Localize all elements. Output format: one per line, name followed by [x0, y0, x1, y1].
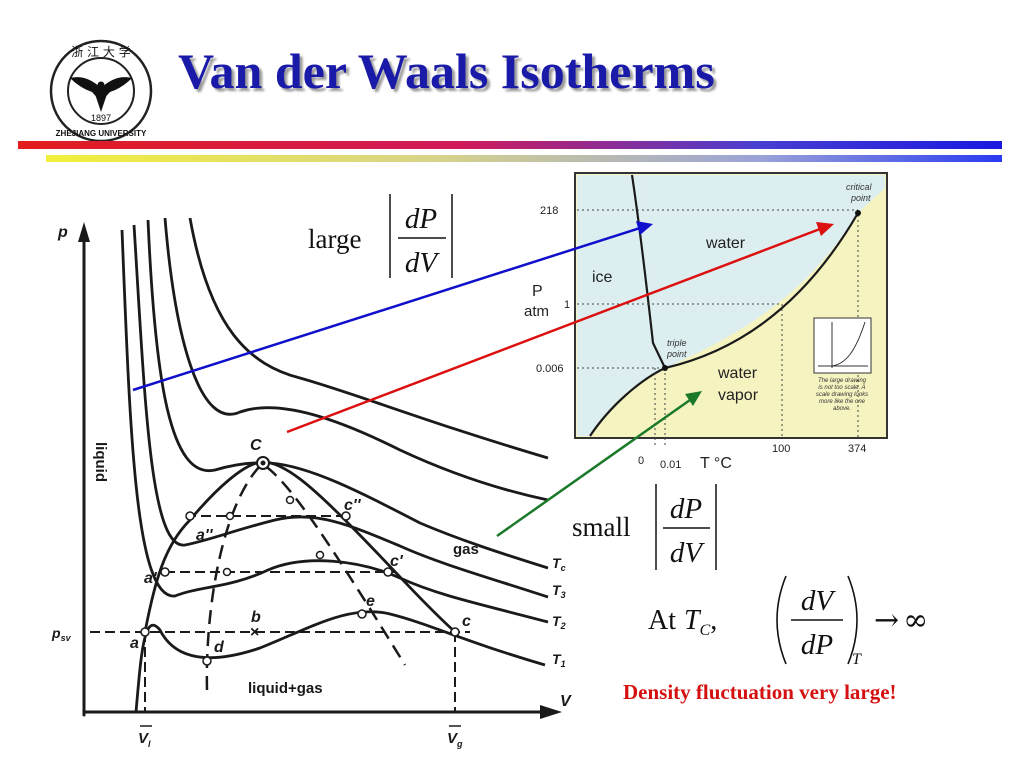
green-arrow [496, 391, 702, 538]
tick-0: 0 [638, 455, 644, 467]
scale-note-line-1: The large drawing [818, 378, 867, 384]
formula-small-den: dV [670, 537, 706, 569]
formula-large-num: dP [405, 203, 437, 235]
divider-bar-bottom [46, 155, 1002, 162]
axis-label-p: p [57, 224, 68, 241]
triple-point-label-2: point [666, 349, 687, 359]
formula-critical-subscript: T [852, 651, 862, 668]
point-label-b: b [251, 609, 261, 626]
isotherm-high-2 [188, 217, 549, 460]
critical-point-dot [855, 210, 861, 216]
point-label-c-critical: C [250, 437, 262, 454]
density-fluctuation-note: Density fluctuation very large! [623, 680, 897, 704]
axis-label-pressure: P [532, 283, 543, 300]
formula-critical-tail: →∞ [874, 603, 928, 638]
logo-year: 1897 [91, 113, 111, 123]
slide-title: Van der Waals Isotherms [178, 43, 715, 99]
isotherm-label-t3: T3 [552, 582, 566, 600]
label-vg: Vg [447, 730, 463, 749]
isotherm-label-t2: T2 [552, 613, 566, 631]
inset-box [813, 317, 872, 374]
eagle-emblem [70, 77, 132, 112]
blue-arrow [132, 221, 653, 392]
label-vl: Vl [138, 730, 151, 749]
vaporization-curve [664, 212, 859, 370]
region-label-liquid: liquid [92, 442, 109, 482]
scale-note-line-5: above. [833, 406, 851, 412]
point-label-a-prime: a' [144, 570, 158, 587]
point-label-c-double: c'' [344, 497, 362, 514]
axis-label-v: V [560, 693, 572, 710]
point-label-d: d [214, 639, 225, 656]
formula-large-den: dV [405, 247, 441, 279]
isotherm-t1 [134, 610, 546, 713]
point-label-c-prime: c' [390, 553, 404, 570]
point-label-e: e [366, 593, 375, 610]
isotherm-label-tc: Tc [552, 555, 566, 573]
label-psv: psv [51, 625, 72, 643]
scale-note-line-2: is not too scale. A [818, 385, 865, 391]
critical-point-label-2: point [850, 193, 871, 203]
red-arrow [286, 222, 834, 434]
isotherm-t2 [120, 229, 549, 624]
isotherm-label-t1: T1 [552, 651, 566, 669]
divider-bar-top [18, 141, 1002, 149]
point-label-a-double: a'' [196, 527, 214, 544]
tick-374: 374 [848, 443, 866, 455]
point-label-a: a [130, 635, 139, 652]
logo-university-name: ZHEJIANG UNIVERSITY [56, 129, 147, 138]
region-label-water-vapor-1: water [717, 365, 758, 382]
formula-large-prefix: large [308, 224, 361, 254]
axis-label-atm: atm [524, 303, 549, 320]
tick-100: 100 [772, 443, 790, 455]
triple-point-dot [662, 365, 668, 371]
tick-0006: 0.006 [536, 363, 564, 375]
region-label-gas: gas [453, 541, 479, 558]
isotherm-t3 [132, 224, 549, 599]
b-cross: × [250, 624, 259, 641]
formula-small-prefix: small [572, 512, 631, 542]
critical-point-label-1: critical [846, 182, 873, 192]
formula-large: large dP dV [308, 194, 453, 279]
triple-point-label-1: triple [667, 338, 687, 348]
x-axis-arrow [540, 705, 562, 719]
formula-small: small dP dV [572, 484, 717, 570]
melting-curve [630, 174, 666, 369]
tick-001: 0.01 [660, 459, 681, 471]
logo-chinese-text: 浙 江 大 学 [71, 44, 130, 59]
tick-1: 1 [564, 299, 570, 311]
region-label-water: water [705, 235, 746, 252]
formula-critical-num: dV [801, 585, 837, 617]
region-label-liquid-gas: liquid+gas [248, 680, 323, 697]
point-label-c: c [462, 613, 471, 630]
sublimation-curve [589, 367, 666, 437]
region-label-water-vapor-2: vapor [718, 387, 759, 404]
y-axis-arrow [78, 222, 90, 242]
scale-note-line-4: more like the one [819, 399, 866, 405]
scale-note-line-3: scale drawing looks [816, 392, 868, 398]
isotherm-high-1 [163, 217, 549, 502]
axis-label-temperature: T °C [700, 455, 732, 472]
tick-218: 218 [540, 205, 558, 217]
region-label-ice: ice [592, 269, 613, 286]
formula-critical-den: dP [801, 629, 833, 661]
spinodal-curve [205, 462, 407, 691]
decorative-divider [18, 141, 1002, 163]
formula-small-num: dP [670, 493, 702, 525]
